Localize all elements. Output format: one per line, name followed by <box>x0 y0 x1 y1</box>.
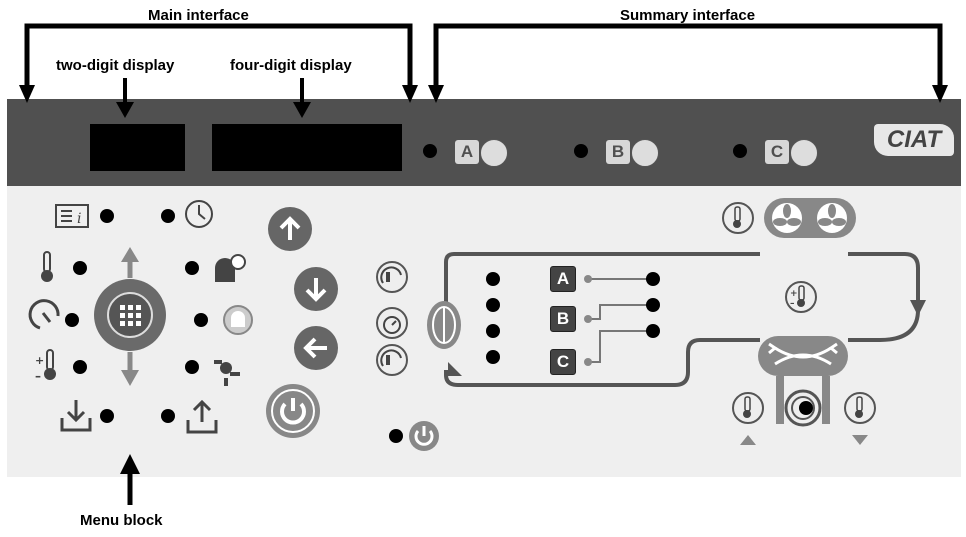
led-temperature <box>73 261 87 275</box>
pressure-gauge-icon-1 <box>376 261 408 293</box>
four-digit-arrow <box>293 102 311 118</box>
svg-text:+: + <box>35 354 44 367</box>
heat-exchanger-icon <box>758 336 848 376</box>
two-digit-display <box>90 124 185 171</box>
circuit-c-led <box>733 144 747 158</box>
setpoint-icon: + – <box>35 349 56 383</box>
pressure-gauge-icon-2 <box>376 344 408 376</box>
menu-up-arrow <box>121 247 139 262</box>
circuit-a-led <box>423 144 437 158</box>
svg-text:i: i <box>77 211 81 227</box>
svg-text:–: – <box>35 369 41 383</box>
menu-grid-icon <box>120 305 141 326</box>
clock-icon <box>185 200 213 228</box>
menu-block-label: Menu block <box>80 512 163 529</box>
alarm-timer-icon <box>215 254 246 282</box>
summary-circuit-c: C <box>550 349 576 375</box>
compressor-icon <box>427 301 461 349</box>
download-icon <box>60 400 92 432</box>
svg-text:–: – <box>790 299 795 309</box>
up-button[interactable] <box>268 207 312 251</box>
down-button[interactable] <box>294 267 338 311</box>
circuit-loop <box>444 252 920 387</box>
circuit-connectors <box>588 278 648 363</box>
circuit-c-alarm-icon <box>790 139 818 167</box>
main-interface-bracket <box>24 23 413 92</box>
four-digit-display-label: four-digit display <box>230 57 352 74</box>
info-icon: i <box>55 204 89 228</box>
power-small-icon <box>409 421 439 451</box>
thermometer-icon <box>41 251 53 282</box>
two-digit-arrow <box>116 102 134 118</box>
circuit-leds <box>646 272 660 338</box>
water-outlet-temperature-icon <box>844 392 876 424</box>
connector-dots <box>584 275 592 366</box>
circuit-b-alarm-icon <box>631 139 659 167</box>
circuit-b-led <box>574 144 588 158</box>
led-alarm <box>194 313 208 327</box>
svg-text:+: + <box>790 289 798 299</box>
upload-icon <box>186 399 218 434</box>
summary-interface-label: Summary interface <box>620 7 756 24</box>
outdoor-temperature-icon <box>722 202 754 234</box>
led-clock <box>161 209 175 223</box>
led-gauge <box>65 313 79 327</box>
flow-arrow-right <box>910 300 926 316</box>
summary-interface-bracket <box>433 23 943 92</box>
led-setpoint <box>73 360 87 374</box>
circuit-a-alarm-icon <box>480 139 508 167</box>
back-button[interactable] <box>294 326 338 370</box>
led-upload <box>161 409 175 423</box>
menu-block-arrow <box>120 454 140 474</box>
menu-leds <box>65 209 208 423</box>
circuit-a-badge: A <box>455 140 479 164</box>
led-info <box>100 209 114 223</box>
power-button[interactable] <box>266 384 320 438</box>
gauge-icon <box>28 299 60 330</box>
outlet-arrow-down <box>852 435 868 445</box>
two-digit-display-label: two-digit display <box>56 57 175 74</box>
main-bracket-left-arrow <box>19 85 35 103</box>
inlet-arrow-up <box>740 435 756 445</box>
timer-icon <box>376 307 408 339</box>
circuit-b-badge: B <box>606 140 630 164</box>
main-bracket-right-arrow <box>402 85 418 103</box>
circuit-c-badge: C <box>765 140 789 164</box>
summary-bracket-right-arrow <box>932 85 948 103</box>
water-inlet-temperature-icon <box>732 392 764 424</box>
summary-circuit-b: B <box>550 306 576 332</box>
led-download <box>100 409 114 423</box>
led-alarm-timer <box>185 261 199 275</box>
flow-arrow-left <box>448 362 462 376</box>
exchanger-pipes <box>776 376 830 424</box>
pump-icon <box>784 389 822 427</box>
menu-down-arrow <box>121 370 139 386</box>
config-icon <box>214 360 240 386</box>
compressor-leds <box>486 272 500 364</box>
power-led <box>389 429 403 443</box>
ciat-logo: CIAT <box>874 124 954 156</box>
led-config <box>185 360 199 374</box>
summary-circuit-a: A <box>550 266 576 292</box>
summary-bracket-left-arrow <box>428 85 444 103</box>
alarm-bell-icon <box>223 305 253 335</box>
four-digit-display <box>212 124 402 171</box>
main-interface-label: Main interface <box>148 7 249 24</box>
setpoint-loop-icon: + – <box>785 281 817 313</box>
fans-icon <box>764 198 856 238</box>
